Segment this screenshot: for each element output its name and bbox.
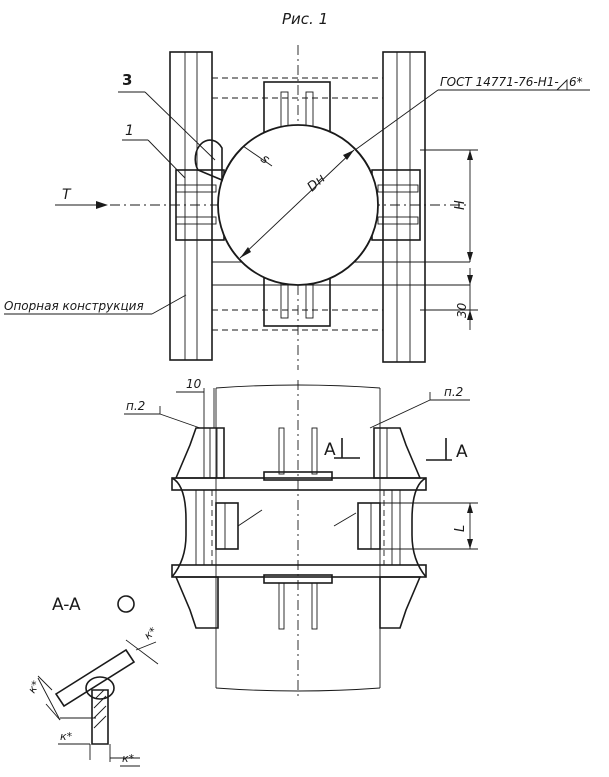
gusset-bottom-right [379, 576, 422, 629]
bottom-plate [263, 574, 333, 584]
weld-k1-label: к* [142, 624, 160, 642]
section-view-label: A-A [52, 595, 81, 615]
support-leader [151, 294, 187, 315]
top-plate [263, 471, 333, 481]
weld-standard-callout: ГОСТ 14771-76-Н1- 6* [354, 75, 590, 151]
part-3-label: 3 [122, 71, 132, 89]
left-column [171, 477, 213, 578]
support-label: Опорная конструкция [4, 299, 144, 313]
ref-right-leader [369, 399, 431, 429]
part-1-label: 1 [125, 123, 134, 139]
section-rod-end [85, 676, 115, 700]
figure-title: Рис. 1 [282, 10, 328, 28]
thickness-leader [242, 145, 273, 167]
gusset-top-right [373, 427, 422, 479]
standard-label: ГОСТ 14771-76-Н1- [440, 75, 559, 89]
dim-30-label: 30 [455, 302, 469, 318]
section-a-a: A-A к* к* к* к* [25, 595, 160, 767]
dimension-l: L [380, 502, 478, 550]
stud-bottom-1 [278, 582, 285, 630]
diameter-line [239, 149, 355, 259]
front-view: 10 п.2 п.2 A A L [124, 377, 478, 700]
stud-top-2 [311, 427, 318, 475]
weld-k3-label: к* [60, 730, 73, 743]
dim-10-label: 10 [186, 377, 202, 391]
part-1-leader [147, 139, 186, 179]
weld-bead [194, 139, 223, 182]
weld-k2-label: к* [25, 678, 43, 695]
weld-leg-label: 6* [569, 75, 583, 89]
dimension-10: 10 [176, 377, 215, 478]
pad-right [357, 502, 381, 550]
dimension-h: H [420, 149, 478, 262]
weld-k4-label: к* [122, 752, 135, 765]
right-column [383, 477, 427, 578]
ref-right-label: п.2 [444, 385, 463, 399]
dimension-30: 30 [420, 268, 478, 330]
force-label: T [62, 187, 72, 203]
pad-left [215, 502, 239, 550]
rotation-circle-icon [117, 595, 135, 613]
ref-left-label: п.2 [126, 399, 145, 413]
stud-bottom-2 [311, 582, 318, 630]
left-beam [169, 51, 213, 361]
part-3-leader [144, 91, 216, 161]
top-flange [171, 477, 427, 491]
section-rod [54, 648, 136, 708]
pipe [217, 124, 379, 286]
stud-top-1 [278, 427, 285, 475]
section-plate [91, 689, 109, 745]
cross-members [212, 77, 470, 331]
ref-left-leader [159, 413, 201, 429]
bottom-flange [171, 564, 427, 578]
gusset-bottom-left [174, 576, 219, 629]
length-label: L [453, 525, 468, 532]
top-view: Dн s 3 1 ГОСТ 14771-76-Н1- 6* T H [4, 45, 590, 370]
section-mark-left: A [324, 440, 336, 460]
section-mark-right: A [456, 442, 468, 462]
right-beam [382, 51, 426, 363]
height-label: H [453, 200, 468, 210]
